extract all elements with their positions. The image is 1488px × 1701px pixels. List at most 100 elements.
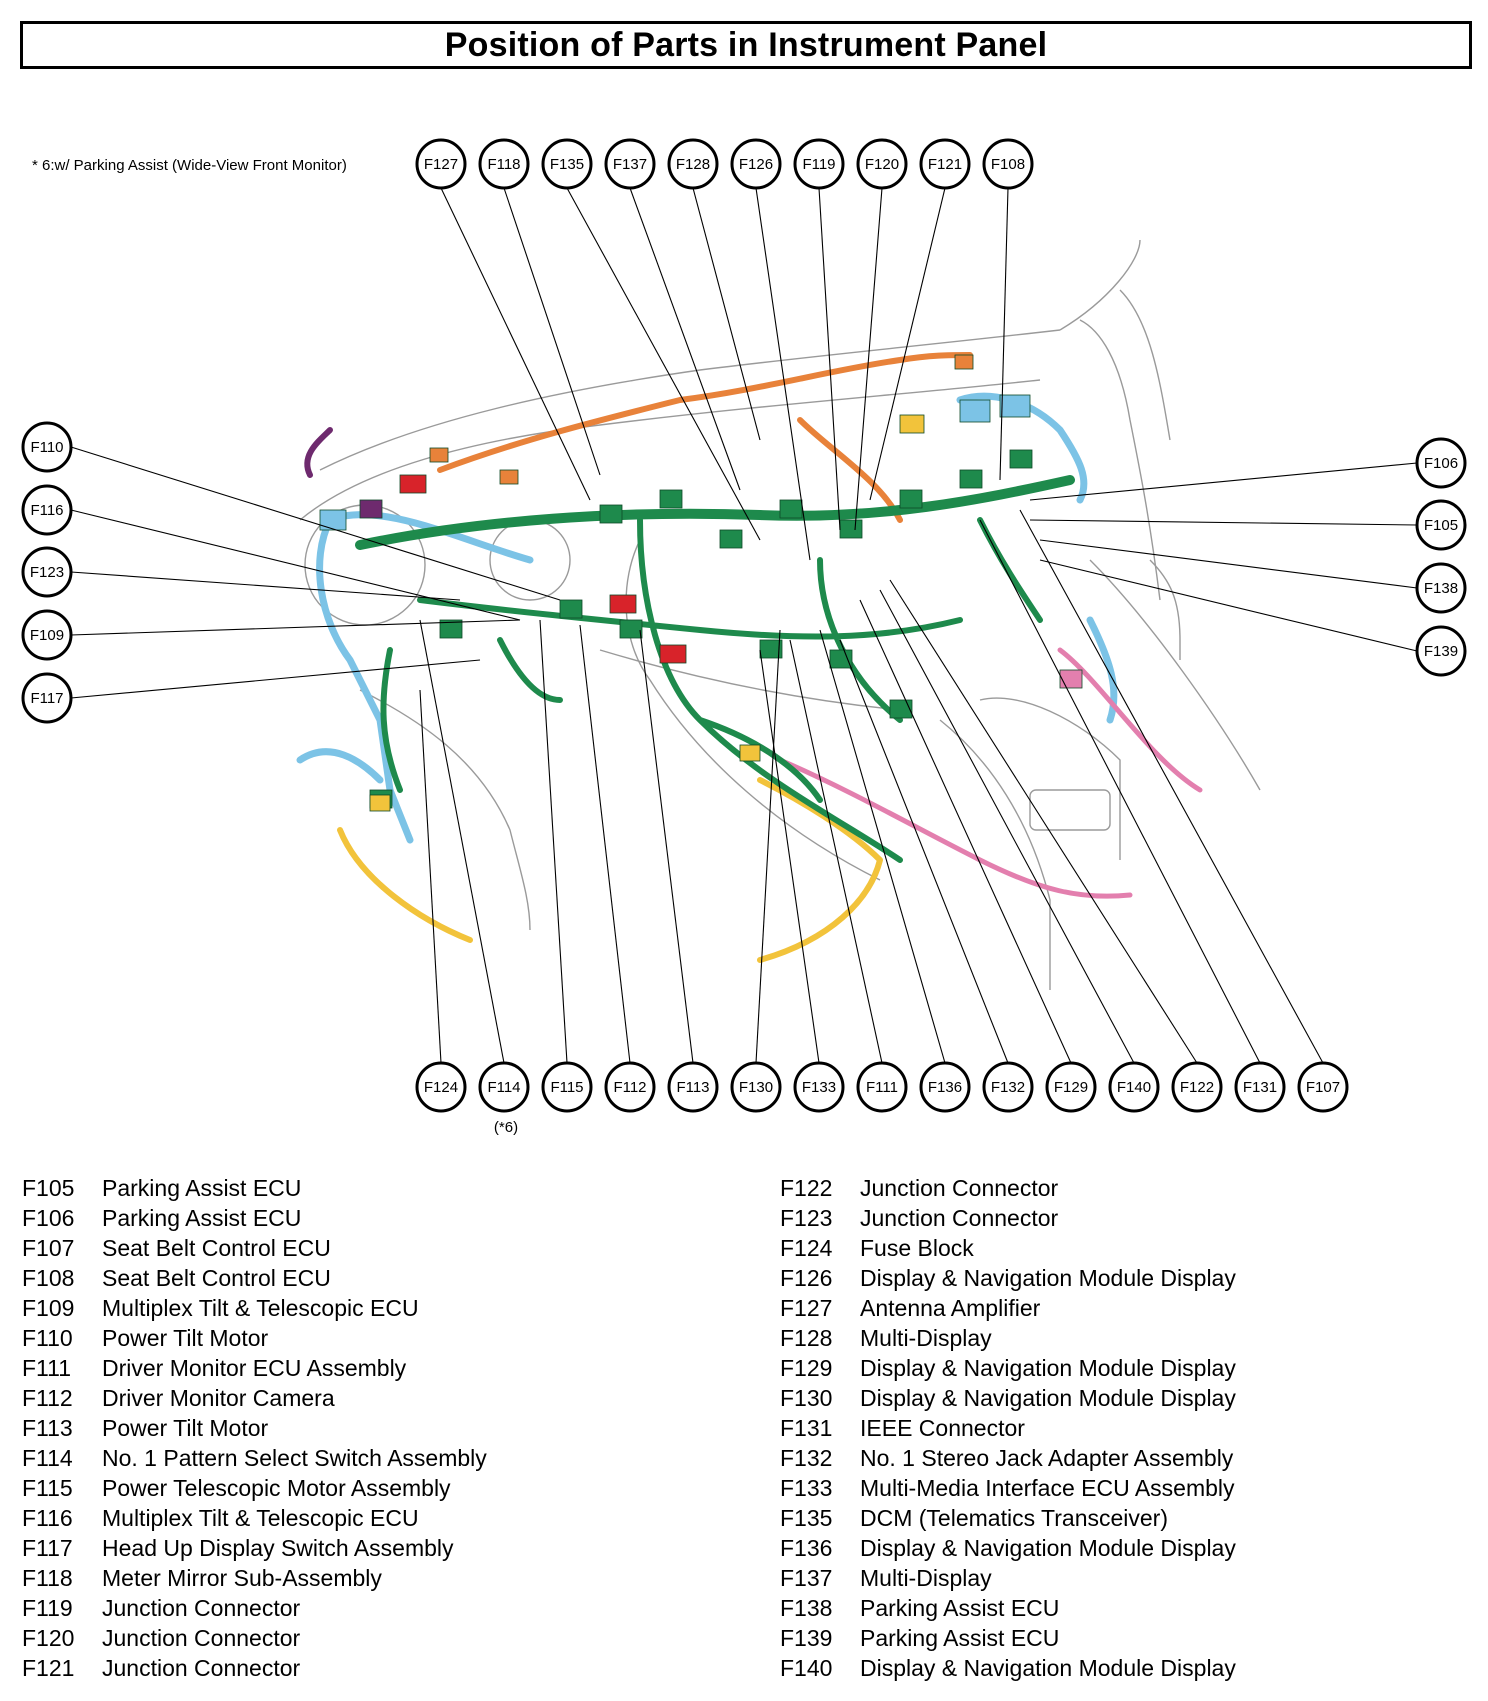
callout-circle <box>478 138 530 190</box>
callout-circle <box>1415 562 1467 614</box>
callout-f139: F139 <box>1415 625 1467 677</box>
leader-line-f135 <box>566 187 761 541</box>
legend-part-name: Driver Monitor ECU Assembly <box>102 1355 407 1381</box>
legend-part-name: Parking Assist ECU <box>102 1175 302 1201</box>
callout-f124: F124 <box>415 1061 467 1113</box>
legend-code: F110 <box>22 1325 73 1351</box>
callout-label: F130 <box>739 1079 773 1096</box>
legend-item: F139 Parking Assist ECU <box>780 1623 1236 1653</box>
legend-part-name: Parking Assist ECU <box>860 1595 1060 1621</box>
legend-part-name: DCM (Telematics Transceiver) <box>860 1505 1168 1531</box>
callout-label: F119 <box>802 156 835 173</box>
callout-label: F117 <box>30 690 63 707</box>
legend-code: F122 <box>780 1175 833 1201</box>
callout-label: F139 <box>1424 643 1458 660</box>
callout-label: F138 <box>1424 580 1458 597</box>
legend-code: F129 <box>780 1355 833 1381</box>
legend-part-name: Junction Connector <box>102 1595 301 1621</box>
callout-f140: F140 <box>1108 1061 1160 1113</box>
callout-f117: F117 <box>21 672 73 724</box>
legend-code: F131 <box>780 1415 833 1441</box>
callout-circle <box>667 138 719 190</box>
callout-label: F116 <box>30 502 63 519</box>
legend-code: F106 <box>22 1205 75 1231</box>
legend-part-name: Parking Assist ECU <box>860 1625 1060 1651</box>
legend-part-name: Fuse Block <box>860 1235 974 1261</box>
callout-f135: F135 <box>541 138 593 190</box>
legend-code: F136 <box>780 1535 833 1561</box>
callout-f115: F115 <box>541 1061 593 1113</box>
callout-label: F129 <box>1054 1079 1088 1096</box>
leader-line-f115 <box>539 619 568 1064</box>
legend-code: F139 <box>780 1625 833 1651</box>
legend-part-name: Power Telescopic Motor Assembly <box>102 1475 451 1501</box>
callout-circle <box>793 138 845 190</box>
legend-part-name: No. 1 Pattern Select Switch Assembly <box>102 1445 487 1471</box>
legend-part-name: Display & Navigation Module Display <box>860 1535 1236 1561</box>
legend-code: F114 <box>22 1445 73 1471</box>
callout-circle <box>856 1061 908 1113</box>
leader-line-f114 <box>419 619 505 1064</box>
callout-label: F131 <box>1243 1079 1277 1096</box>
legend-code: F112 <box>22 1385 73 1411</box>
legend-code: F135 <box>780 1505 833 1531</box>
callout-circle <box>982 1061 1034 1113</box>
callout-f137: F137 <box>604 138 656 190</box>
callout-label: F136 <box>928 1079 962 1096</box>
legend-code: F120 <box>22 1625 75 1651</box>
callout-circle <box>730 138 782 190</box>
callout-circle <box>415 138 467 190</box>
harness-pink <box>777 647 1203 899</box>
callout-f123: F123 <box>21 546 73 598</box>
callout-f113: F113 <box>667 1061 719 1113</box>
legend-code: F137 <box>780 1565 833 1591</box>
legend-part-name: Head Up Display Switch Assembly <box>102 1535 454 1561</box>
leader-line-f124 <box>419 689 442 1064</box>
callout-circle <box>21 421 73 473</box>
leader-line-f112 <box>579 624 631 1064</box>
callout-label: F122 <box>1180 1079 1214 1096</box>
leader-lines <box>70 187 1418 1064</box>
callout-label: F111 <box>866 1079 898 1096</box>
callout-circle <box>541 138 593 190</box>
leader-line-f128 <box>692 187 761 441</box>
callout-label: F121 <box>928 156 962 173</box>
legend-code: F109 <box>22 1295 75 1321</box>
callout-circle <box>856 138 908 190</box>
title-box: Position of Parts in Instrument Panel <box>20 21 1472 69</box>
callout-f114: F114 <box>478 1061 530 1113</box>
legend-code: F108 <box>22 1265 75 1291</box>
legend-part-name: Power Tilt Motor <box>102 1415 269 1441</box>
callout-label: F132 <box>991 1079 1025 1096</box>
legend-part-name: Meter Mirror Sub-Assembly <box>102 1565 382 1591</box>
legend-code: F128 <box>780 1325 833 1351</box>
leader-line-f139 <box>1039 559 1418 652</box>
leader-line-f129 <box>859 599 1072 1064</box>
harness-blue <box>296 511 534 844</box>
legend-code: F127 <box>780 1295 833 1321</box>
callout-label: F118 <box>487 156 520 173</box>
callout-circle <box>21 484 73 536</box>
legend-code: F123 <box>780 1205 833 1231</box>
callout-f112: F112 <box>604 1061 656 1113</box>
callout-f122: F122 <box>1171 1061 1223 1113</box>
leader-line-f131 <box>979 519 1261 1064</box>
leader-line-f116 <box>70 509 521 621</box>
callout-label: F120 <box>865 156 899 173</box>
leader-line-f108 <box>999 187 1009 481</box>
callout-f118: F118 <box>478 138 530 190</box>
